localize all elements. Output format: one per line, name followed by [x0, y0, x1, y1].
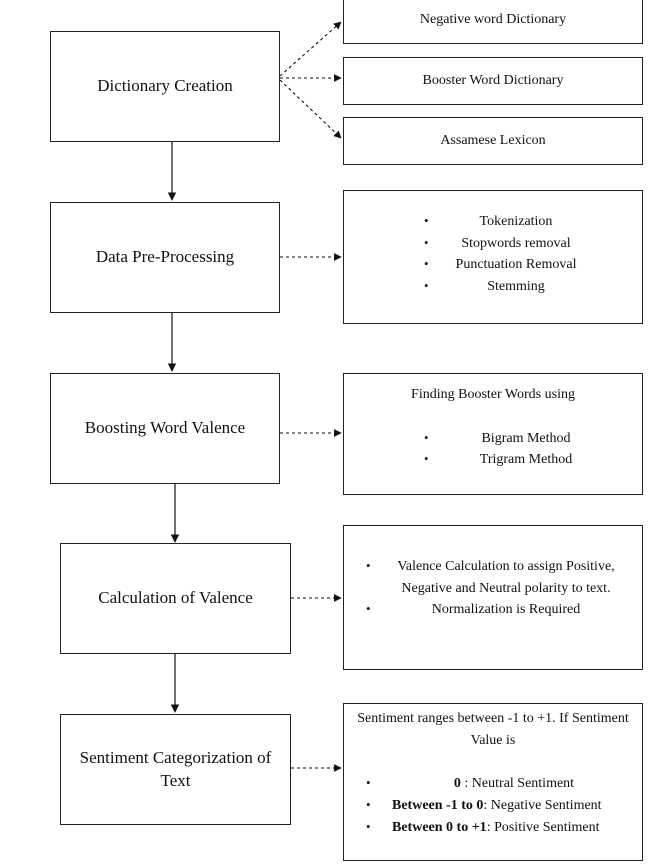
- step-dictionary-creation-label: Dictionary Creation: [97, 76, 233, 96]
- preprocessing-item-label: Stemming: [487, 279, 545, 295]
- step-data-preprocessing-label: Data Pre-Processing: [95, 247, 235, 267]
- preprocessing-item: • Tokenization: [424, 211, 582, 233]
- boosting-intro: Finding Booster Words using: [411, 387, 575, 402]
- bullet-icon: •: [424, 278, 429, 294]
- valence-item-label: Normalization is Required: [431, 602, 581, 618]
- dashed-to-lexicon: [279, 79, 342, 139]
- step-calculation-of-valence-label: Calculation of Valence: [98, 588, 253, 608]
- bullet-icon: •: [366, 558, 371, 573]
- sentiment-item-negative: • Between -1 to 0: Negative Sentiment: [366, 795, 636, 817]
- sentiment-item-positive: • Between 0 to +1: Positive Sentiment: [366, 817, 636, 839]
- step-sentiment-categorization-label: Sentiment Categorization of Text: [79, 747, 272, 790]
- booster-word-dictionary-box: Booster Word Dictionary: [343, 57, 643, 105]
- preprocessing-item: • Stemming: [424, 276, 582, 298]
- boosting-item: • Bigram Method: [424, 428, 602, 450]
- preprocessing-item: • Punctuation Removal: [424, 254, 582, 276]
- bullet-icon: •: [424, 429, 429, 445]
- sentiment-list-box: Sentiment ranges between -1 to +1. If Se…: [343, 703, 643, 861]
- bullet-icon: •: [366, 775, 371, 791]
- booster-word-dictionary-label: Booster Word Dictionary: [422, 73, 564, 89]
- sentiment-neutral-label: : Neutral Sentiment: [460, 776, 575, 792]
- valence-item-label: Valence Calculation to assign Positive, …: [397, 559, 615, 596]
- boosting-item: • Trigram Method: [424, 449, 602, 471]
- sentiment-negative-label: : Negative Sentiment: [483, 798, 602, 814]
- boosting-list-box: Finding Booster Words using • Bigram Met…: [343, 373, 643, 495]
- valence-list-box: • Valence Calculation to assign Positive…: [343, 525, 643, 670]
- step-sentiment-categorization: Sentiment Categorization of Text: [60, 714, 291, 825]
- dashed-to-negative-dictionary: [279, 21, 342, 77]
- sentiment-negative-range: Between -1 to 0: [392, 798, 484, 814]
- negative-word-dictionary-box: Negative word Dictionary: [343, 0, 643, 44]
- bullet-icon: •: [366, 601, 371, 617]
- preprocessing-item-label: Tokenization: [479, 214, 553, 229]
- boosting-item-label: Trigram Method: [479, 452, 573, 468]
- sentiment-item-neutral: • 0 : Neutral Sentiment: [366, 773, 636, 795]
- step-boosting-word-valence-label: Boosting Word Valence: [84, 418, 246, 438]
- step-dictionary-creation: Dictionary Creation: [50, 31, 280, 142]
- step-boosting-word-valence: Boosting Word Valence: [50, 373, 280, 484]
- bullet-icon: •: [424, 256, 429, 272]
- preprocessing-list-box: • Tokenization • Stopwords removal • Pun…: [343, 190, 643, 324]
- bullet-icon: •: [424, 451, 429, 467]
- sentiment-positive-range: Between 0 to +1: [392, 819, 487, 835]
- valence-item: • Valence Calculation to assign Positive…: [366, 556, 620, 599]
- valence-item: • Normalization is Required: [366, 599, 620, 621]
- bullet-icon: •: [424, 234, 429, 250]
- preprocessing-item: • Stopwords removal: [424, 233, 582, 255]
- sentiment-positive-label: : Positive Sentiment: [486, 819, 600, 835]
- step-calculation-of-valence: Calculation of Valence: [60, 543, 291, 654]
- bullet-icon: •: [424, 213, 429, 228]
- sentiment-intro: Sentiment ranges between -1 to +1. If Se…: [357, 711, 629, 748]
- bullet-icon: •: [366, 818, 371, 834]
- assamese-lexicon-box: Assamese Lexicon: [343, 117, 643, 165]
- negative-word-dictionary-label: Negative word Dictionary: [419, 12, 567, 28]
- preprocessing-item-label: Punctuation Removal: [455, 257, 577, 273]
- preprocessing-item-label: Stopwords removal: [461, 235, 571, 251]
- boosting-item-label: Bigram Method: [481, 430, 571, 446]
- sentiment-neutral-value: 0: [453, 776, 461, 792]
- assamese-lexicon-label: Assamese Lexicon: [440, 133, 546, 149]
- step-data-preprocessing: Data Pre-Processing: [50, 202, 280, 313]
- bullet-icon: •: [366, 797, 371, 813]
